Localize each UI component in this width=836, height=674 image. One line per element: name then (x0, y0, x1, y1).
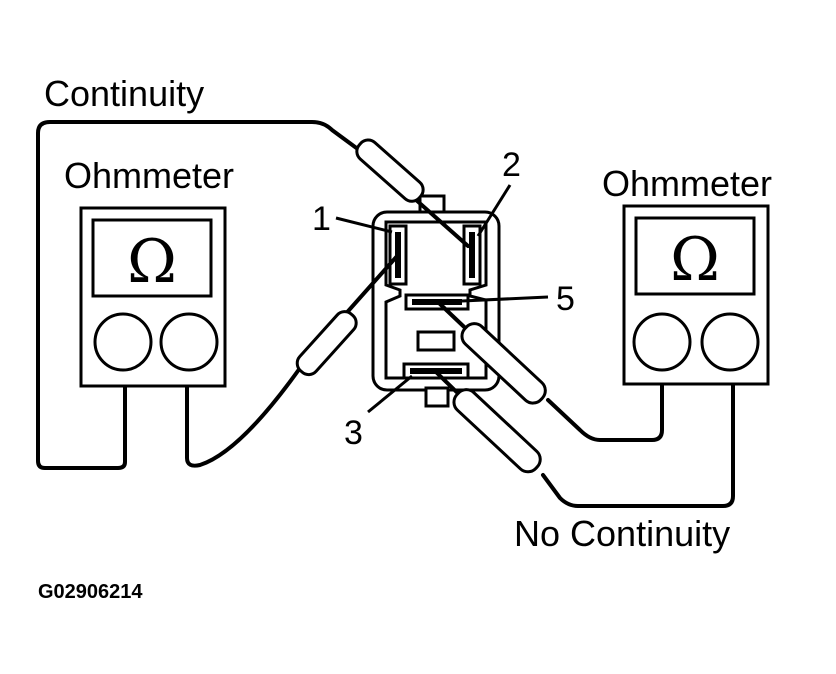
relay-inner-outline (384, 220, 488, 380)
ohmmeter-right: Ω (622, 204, 770, 386)
ohmmeter-right-jack-2 (700, 312, 760, 372)
label-continuity: Continuity (44, 73, 204, 114)
continuity-wire-left (36, 120, 372, 470)
test-probe-icon-right-3 (434, 370, 542, 474)
ohmmeter-right-jack-1 (632, 312, 692, 372)
leader-2 (476, 184, 512, 237)
relay-bottom-tab (424, 386, 450, 408)
probe-left-handle (295, 310, 358, 377)
leader-3 (367, 374, 413, 414)
leader-1 (335, 216, 393, 234)
label-terminal-2: 2 (502, 146, 521, 184)
probe-right5-handle (460, 322, 547, 405)
terminal-2-pin (469, 232, 475, 278)
test-probe-icon-left (295, 253, 400, 377)
label-ohmmeter-left: Ohmmeter (64, 155, 234, 196)
label-terminal-5: 5 (556, 280, 575, 318)
ohmmeter-left-jack-2 (159, 312, 219, 372)
ohmmeter-left-display (91, 218, 213, 298)
ohmmeter-left: Ω (79, 206, 227, 388)
relay-mid-slot (416, 330, 456, 352)
leader-5 (461, 295, 549, 303)
probe-top-handle (355, 138, 425, 203)
figure-code: G02906214 (38, 581, 143, 603)
ohmmeter-right-omega-icon: Ω (670, 225, 720, 295)
probe-wire-left (185, 366, 302, 468)
label-no-continuity: No Continuity (514, 513, 730, 554)
label-terminal-1: 1 (312, 200, 331, 238)
test-probe-icon-right-5 (438, 302, 547, 405)
ohmmeter-left-jack-1 (93, 312, 153, 372)
ohmmeter-left-omega-icon: Ω (127, 227, 177, 297)
probe-wire-right-5 (546, 370, 664, 442)
label-terminal-3: 3 (344, 414, 363, 452)
label-ohmmeter-right: Ohmmeter (602, 163, 772, 204)
test-probe-icon-top (355, 138, 470, 248)
ohmmeter-right-display (634, 216, 756, 296)
no-continuity-wire-right (541, 370, 735, 508)
terminal-5-pin (412, 299, 462, 305)
probe-right3-handle (452, 388, 542, 474)
relay-icon (371, 194, 501, 408)
